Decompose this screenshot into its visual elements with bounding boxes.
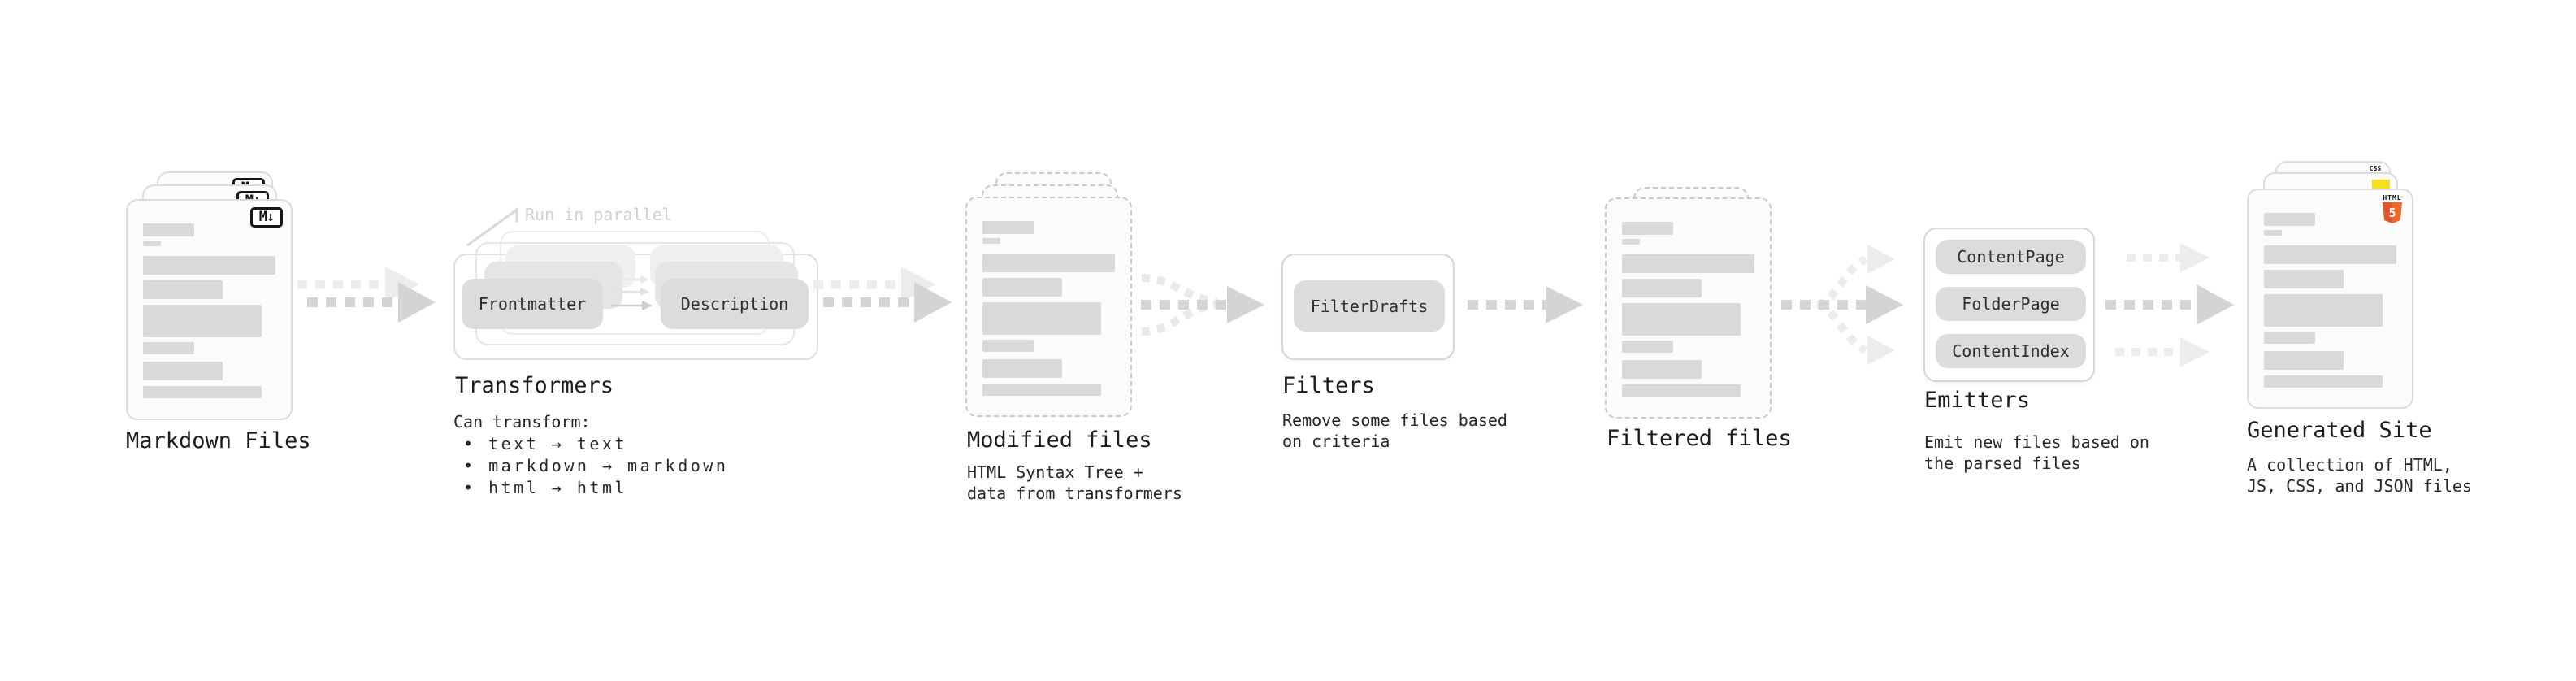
modified-file-card-front — [965, 197, 1132, 417]
note-line: JS, CSS, and JSON files — [2247, 476, 2472, 496]
description-pill: Description — [661, 279, 809, 329]
note-line: on criteria — [1282, 432, 1390, 451]
stage-markdown-files: M↓ M↓ M↓ — [126, 171, 298, 423]
stage-generated-site: CSS HTML 5 — [2247, 161, 2419, 413]
note-line: A collection of HTML, — [2247, 455, 2452, 475]
run-in-parallel-annotation: Run in parallel — [525, 205, 672, 224]
transformers-note: Can transform: • text → text • markdown … — [453, 411, 728, 499]
annotation-callout-line — [466, 207, 518, 247]
note-line: data from transformers — [967, 484, 1182, 503]
filters-note: Remove some files based on criteria — [1282, 410, 1507, 452]
filters-title: Filters — [1282, 373, 1375, 398]
flow-arrow-3 — [1468, 286, 1583, 323]
markdown-file-card-front: M↓ — [126, 199, 293, 420]
emitters-title: Emitters — [1924, 388, 2031, 413]
emitters-panel: ContentPage FolderPage ContentIndex — [1923, 228, 2095, 382]
note-line: Can transform: — [453, 412, 591, 432]
flow-arrow-1 — [297, 267, 436, 323]
note-line: Emit new files based on — [1924, 432, 2149, 452]
note-bullet: • markdown → markdown — [463, 456, 729, 475]
filterdrafts-pill: FilterDrafts — [1294, 280, 1445, 332]
fork-arrow — [1781, 245, 1903, 365]
text-placeholder-bars — [143, 223, 275, 398]
transformer-container-front — [453, 254, 818, 360]
text-placeholder-bars — [1622, 222, 1754, 397]
css-icon-label: CSS — [2369, 165, 2382, 172]
js-icon — [2372, 180, 2390, 189]
parallel-run-arrows — [611, 275, 653, 310]
note-bullet: • html → html — [463, 478, 628, 497]
generated-site-note: A collection of HTML, JS, CSS, and JSON … — [2247, 454, 2472, 497]
filters-panel: FilterDrafts — [1281, 254, 1455, 360]
frontmatter-pill: Frontmatter — [462, 279, 603, 329]
generated-html-card: HTML 5 — [2247, 189, 2413, 409]
note-line: Remove some files based — [1282, 410, 1507, 430]
contentindex-pill: ContentIndex — [1936, 334, 2086, 368]
note-line: the parsed files — [1924, 453, 2081, 473]
modified-files-title: Modified files — [967, 427, 1152, 453]
triple-flow-arrows — [2105, 243, 2234, 367]
text-placeholder-bars — [2264, 213, 2396, 388]
stage-filtered-files — [1605, 187, 1777, 431]
folderpage-pill: FolderPage — [1936, 287, 2086, 321]
transformers-title: Transformers — [455, 373, 614, 398]
filtered-file-card-front — [1605, 197, 1772, 419]
stage-modified-files — [965, 172, 1138, 424]
emitters-note: Emit new files based on the parsed files — [1924, 432, 2149, 474]
html5-icon-label: HTML — [2383, 194, 2402, 202]
contentpage-pill: ContentPage — [1936, 240, 2086, 274]
html5-icon: HTML 5 — [2381, 194, 2404, 223]
filtered-files-title: Filtered files — [1607, 426, 1792, 451]
note-line: HTML Syntax Tree + — [967, 462, 1143, 482]
markdown-icon: M↓ — [250, 207, 283, 228]
merge-arrow — [1141, 274, 1264, 336]
html5-icon-number: 5 — [2388, 206, 2396, 220]
note-bullet: • text → text — [463, 434, 628, 453]
text-placeholder-bars — [982, 221, 1115, 396]
generated-site-title: Generated Site — [2247, 418, 2432, 443]
flow-arrow-2 — [813, 267, 952, 323]
markdown-files-title: Markdown Files — [126, 428, 311, 453]
modified-files-note: HTML Syntax Tree + data from transformer… — [967, 462, 1182, 504]
